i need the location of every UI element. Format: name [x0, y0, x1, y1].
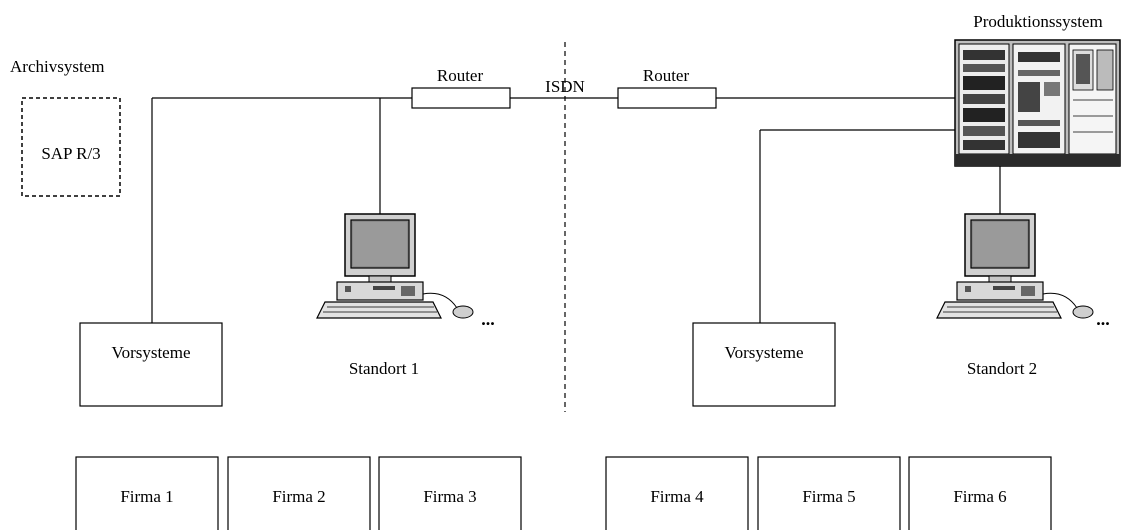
company-box-5 — [757, 456, 901, 530]
site2-more-indicator: ... — [1096, 309, 1110, 329]
isdn-label: ISDN — [545, 77, 585, 96]
company-label-6: Firma 6 — [953, 487, 1006, 506]
site2-workstation-icon — [936, 213, 1094, 319]
router-left — [411, 87, 511, 109]
company-label-1: Firma 1 — [120, 487, 173, 506]
site1-presystems-label: Vorsysteme — [111, 343, 190, 362]
company-label-3: Firma 3 — [423, 487, 476, 506]
archive-box — [21, 97, 121, 197]
site1-presystems-box — [79, 322, 223, 407]
company-box-4 — [605, 456, 749, 530]
company-label-4: Firma 4 — [650, 487, 704, 506]
company-row: Firma 1 Firma 2 Firma 3 Firma 4 Firma 5 … — [75, 456, 1052, 530]
router-left-label: Router — [437, 66, 484, 85]
router-right-label: Router — [643, 66, 690, 85]
production-system-title: Produktionssystem — [973, 12, 1102, 31]
site1-more-indicator: ... — [481, 309, 495, 329]
site2-presystems-box — [692, 322, 836, 407]
site2-label: Standort 2 — [967, 359, 1037, 378]
company-box-6 — [908, 456, 1052, 530]
company-box-1 — [75, 456, 219, 530]
site1-label: Standort 1 — [349, 359, 419, 378]
network-wiring — [151, 97, 1001, 323]
company-label-5: Firma 5 — [802, 487, 855, 506]
router-right — [617, 87, 717, 109]
server-rack-icon — [954, 39, 1121, 167]
site1-workstation-icon — [316, 213, 474, 319]
archive-system-title: Archivsystem — [10, 57, 104, 76]
company-box-2 — [227, 456, 371, 530]
company-label-2: Firma 2 — [272, 487, 325, 506]
site2-presystems-label: Vorsysteme — [724, 343, 803, 362]
company-box-3 — [378, 456, 522, 530]
archive-box-label: SAP R/3 — [41, 144, 100, 163]
